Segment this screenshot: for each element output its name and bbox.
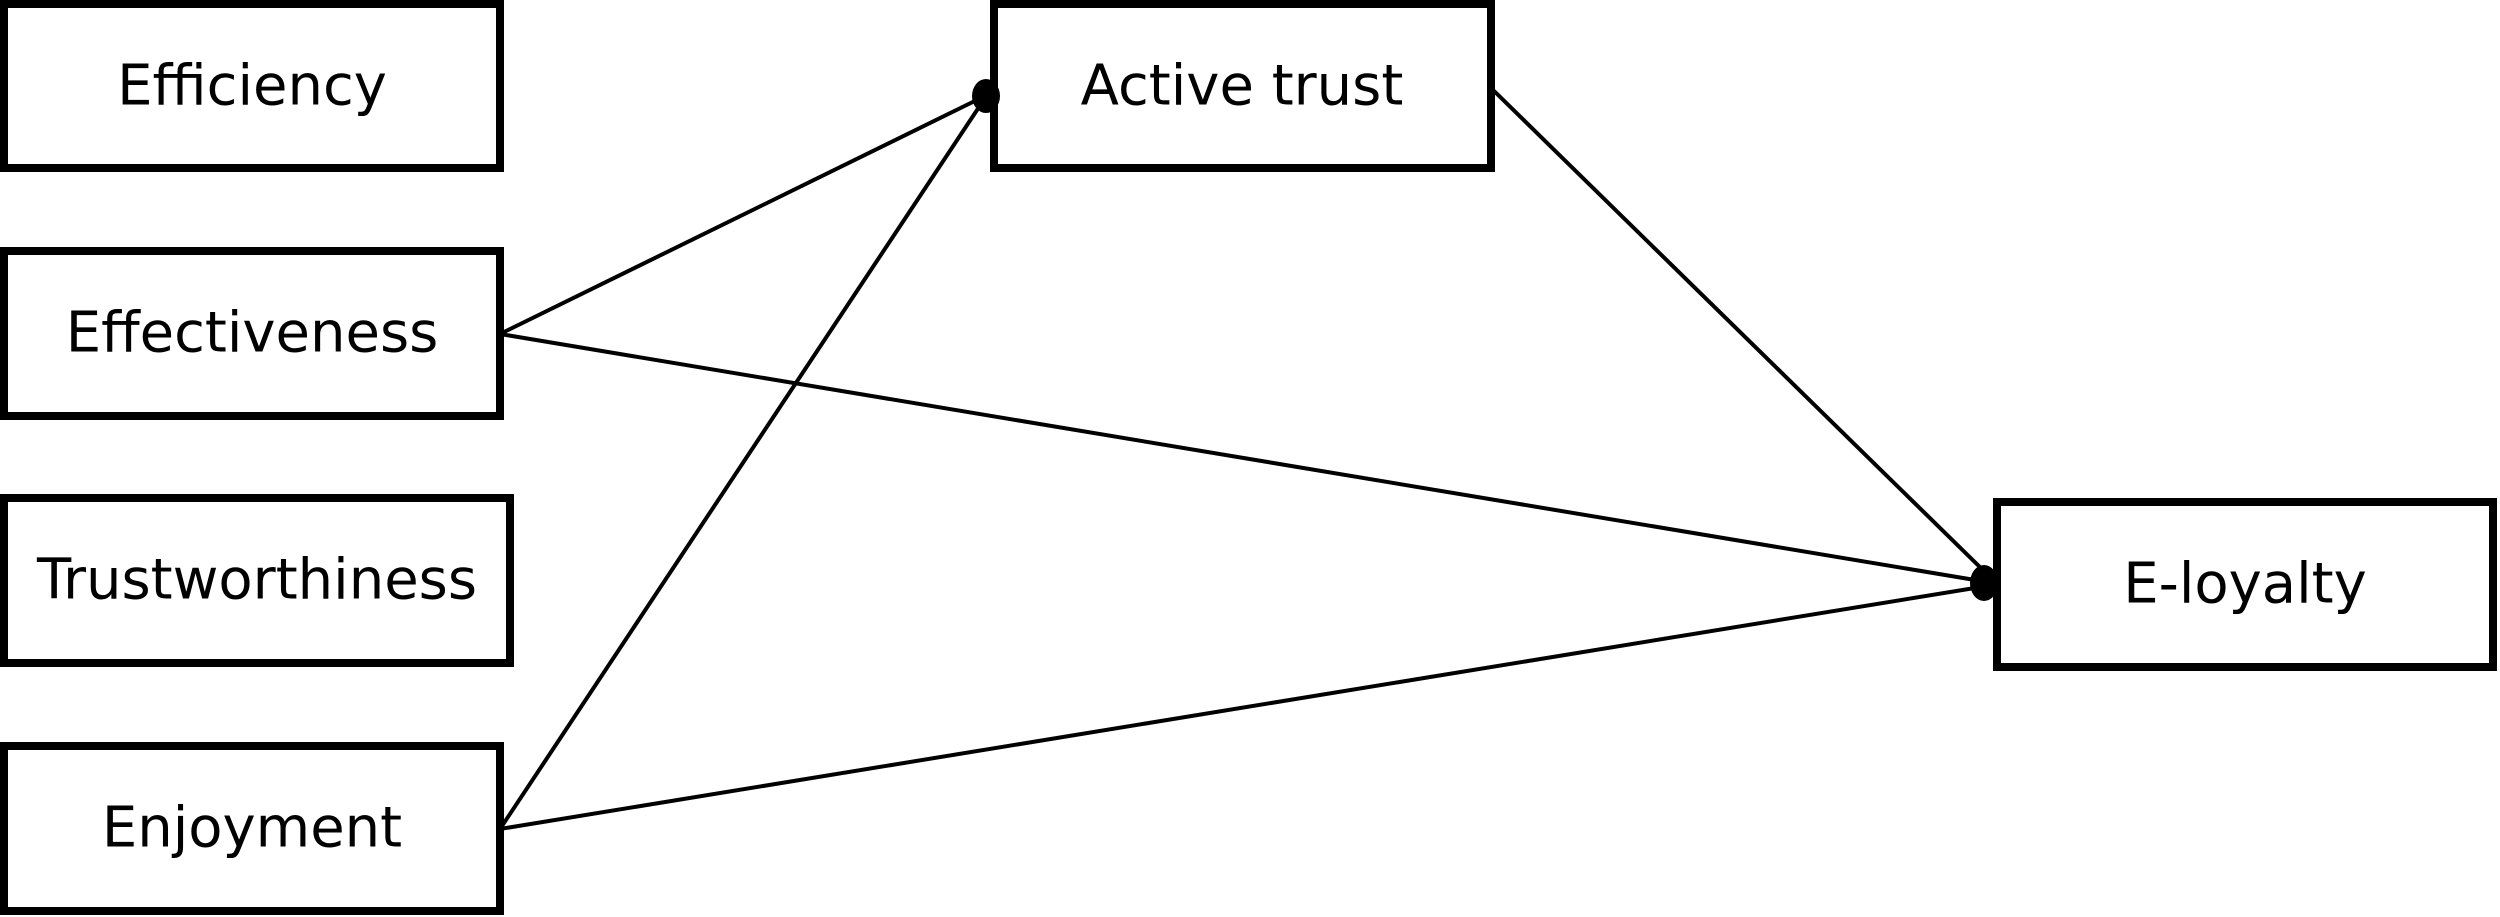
node-efficiency-label: Efficiency xyxy=(117,54,387,119)
node-active-trust-box xyxy=(990,0,1495,172)
node-trustworthiness: Trustworthiness xyxy=(0,494,514,667)
edge-enjoyment-to-e-loyalty xyxy=(499,584,1988,831)
node-effectiveness: Effectiveness xyxy=(0,247,504,420)
edges xyxy=(498,86,1989,831)
arrowhead-active-trust xyxy=(972,79,1000,113)
node-effectiveness-box xyxy=(0,247,504,420)
node-effectiveness-label: Effectiveness xyxy=(66,301,439,366)
edge-enjoyment-to-active-trust xyxy=(498,93,989,831)
node-trustworthiness-label: Trustworthiness xyxy=(36,548,477,613)
arrowhead-e-loyalty xyxy=(1970,565,1998,601)
node-enjoyment-label: Enjoyment xyxy=(102,796,402,861)
node-efficiency-box xyxy=(0,0,504,172)
node-enjoyment-box xyxy=(0,742,504,915)
node-active-trust: Active trust xyxy=(990,0,1495,172)
node-enjoyment: Enjoyment xyxy=(0,742,504,915)
edge-active-trust-to-e-loyalty xyxy=(1489,86,1989,576)
edge-effectiveness-to-e-loyalty xyxy=(499,332,1988,584)
node-active-trust-label: Active trust xyxy=(1081,54,1404,119)
node-efficiency: Efficiency xyxy=(0,0,504,172)
node-e-loyalty-label: E-loyalty xyxy=(2123,552,2367,617)
arrowheads xyxy=(972,79,1998,601)
edge-effectiveness-to-active-trust xyxy=(499,93,988,336)
node-trustworthiness-box xyxy=(0,494,514,667)
node-e-loyalty: E-loyalty xyxy=(1993,498,2497,671)
